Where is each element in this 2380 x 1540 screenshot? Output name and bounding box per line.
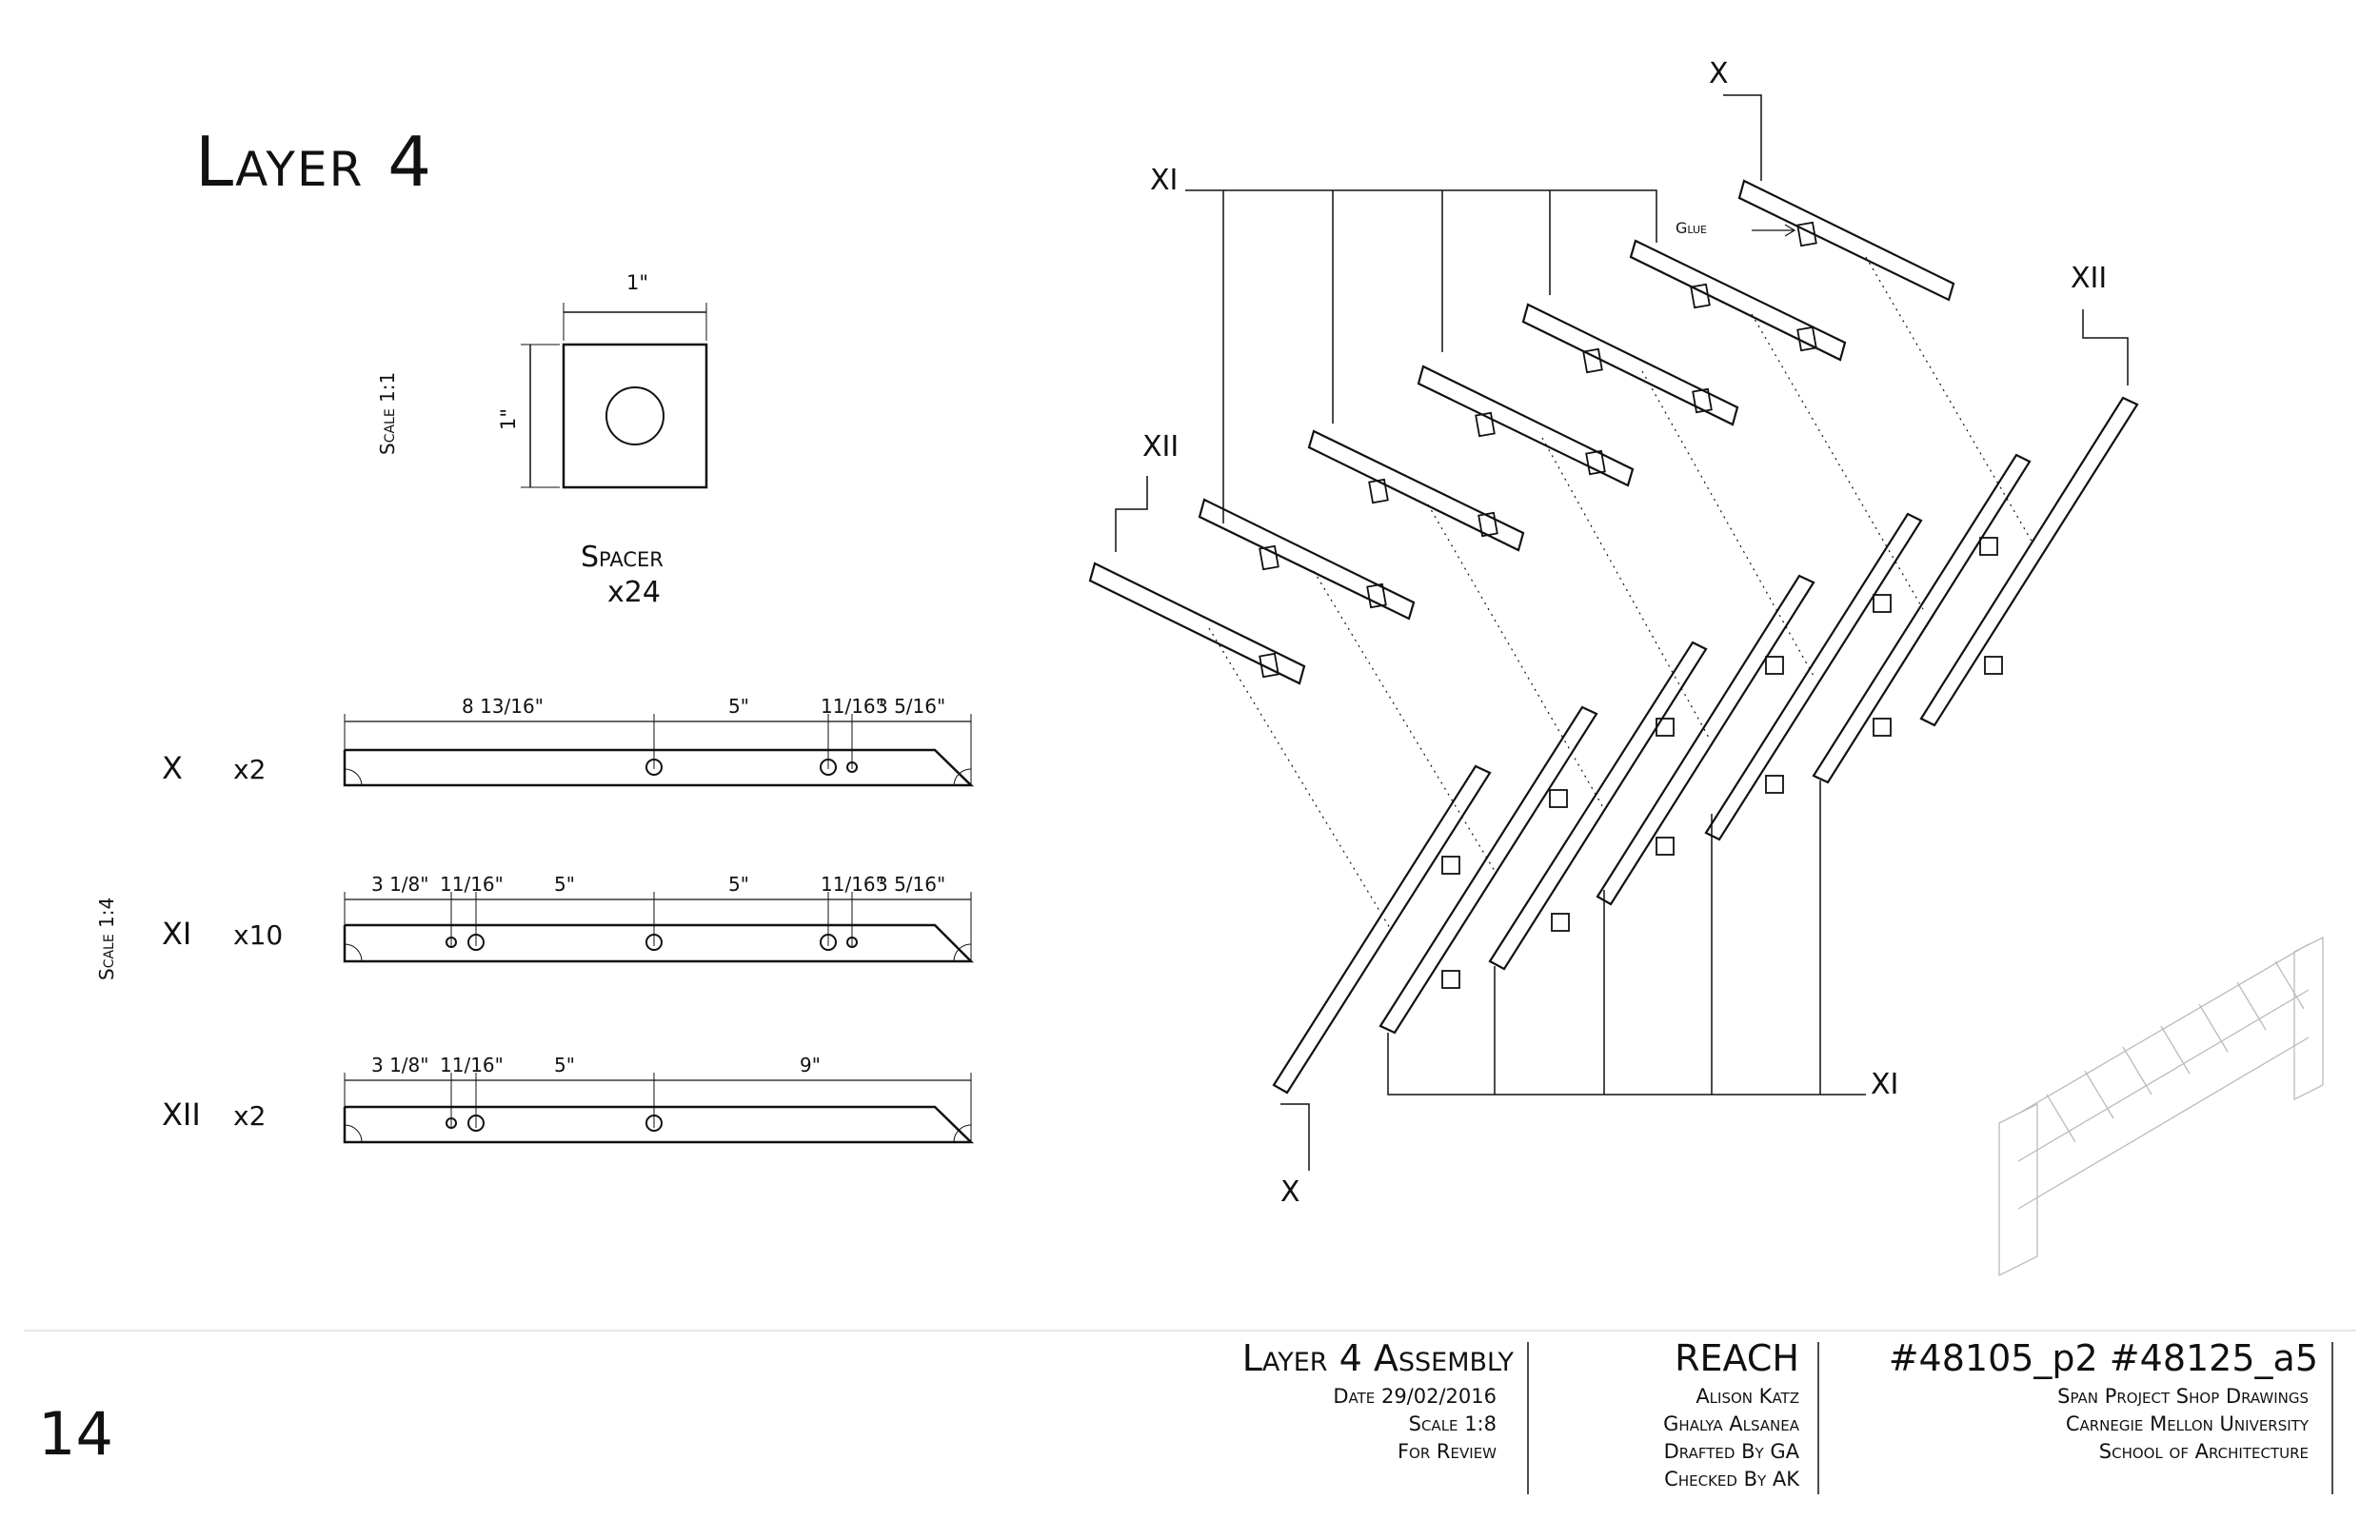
isometric-thumbnail — [1998, 936, 2324, 1277]
member-x-dim-2: 5" — [728, 695, 749, 718]
drafted-by: Drafted By GA — [1663, 1440, 1799, 1463]
member-xii-qty: x2 — [233, 1100, 267, 1132]
lower-spacers — [1441, 537, 2003, 989]
spacer-square — [521, 303, 708, 489]
member-xi-dim-1: 3 1/8" — [371, 873, 429, 896]
member-x-dim-1: 8 13/16" — [462, 695, 544, 718]
spacer-scale-label: Scale 1:1 — [376, 371, 399, 455]
member-xii-profile — [343, 1073, 975, 1144]
member-xi-dim-4: 5" — [728, 873, 749, 896]
project-name: REACH — [1675, 1337, 1799, 1379]
member-x-qty: x2 — [233, 754, 267, 785]
assembly-label-x-bottom: X — [1280, 1175, 1300, 1209]
member-xi-qty: x10 — [233, 919, 284, 951]
upper-member-set — [1088, 179, 1955, 685]
sheet-title: Layer 4 — [195, 122, 434, 202]
member-x-dim-4: 3 5/16" — [876, 695, 946, 718]
spacer-qty: x24 — [607, 576, 661, 609]
author-1: Alison Katz — [1696, 1385, 1799, 1408]
lower-member-set — [1272, 396, 2139, 1095]
upper-spacers — [1259, 221, 1817, 679]
glue-label: Glue — [1676, 219, 1707, 237]
drawing-status: For Review — [1397, 1440, 1497, 1463]
glue-leader — [1752, 224, 1796, 237]
assembly-label-xii-right: XII — [2071, 262, 2108, 295]
member-xi-dim-6: 3 5/16" — [876, 873, 946, 896]
member-x-profile — [343, 714, 975, 787]
member-x-id: X — [162, 750, 183, 786]
assembly-label-xi-top: XI — [1150, 164, 1179, 197]
assembly-label-xi-bottom: XI — [1871, 1068, 1899, 1101]
assembly-label-x-top: X — [1709, 57, 1729, 90]
drawing-scale: Scale 1:8 — [1408, 1412, 1497, 1435]
member-xi-profile — [343, 892, 975, 963]
checked-by: Checked By AK — [1664, 1468, 1799, 1491]
course-numbers: #48105_p2 #48125_a5 — [1888, 1337, 2318, 1379]
spacer-height-dim: 1" — [497, 407, 520, 430]
assembly-leader-lines — [1115, 94, 2129, 1171]
members-scale-label: Scale 1:4 — [95, 897, 118, 980]
dotted-alignment-lines — [1208, 256, 2033, 929]
member-x-dim-3: 11/16" — [821, 695, 884, 718]
project-description: Span Project Shop Drawings — [2057, 1385, 2309, 1408]
spacer-width-dim: 1" — [626, 271, 649, 294]
member-xi-dim-5: 11/16" — [821, 873, 884, 896]
university-name: Carnegie Mellon University — [2065, 1412, 2309, 1435]
page-number: 14 — [38, 1399, 113, 1469]
member-xi-dim-3: 5" — [554, 873, 575, 896]
drawing-date: Date 29/02/2016 — [1333, 1385, 1497, 1408]
author-2: Ghalya Alsanea — [1663, 1412, 1799, 1435]
assembly-label-xii-left: XII — [1142, 430, 1180, 464]
drawing-title: Layer 4 Assembly — [1241, 1337, 1514, 1379]
member-xii-dim-2: 11/16" — [440, 1054, 504, 1076]
school-name: School of Architecture — [2098, 1440, 2309, 1463]
member-xii-dim-3: 5" — [554, 1054, 575, 1076]
spacer-name: Spacer — [581, 541, 664, 574]
member-xii-id: XII — [162, 1096, 201, 1133]
member-xii-dim-1: 3 1/8" — [371, 1054, 429, 1076]
member-xii-dim-4: 9" — [800, 1054, 821, 1076]
member-xi-id: XI — [162, 916, 192, 952]
member-xi-dim-2: 11/16" — [440, 873, 504, 896]
